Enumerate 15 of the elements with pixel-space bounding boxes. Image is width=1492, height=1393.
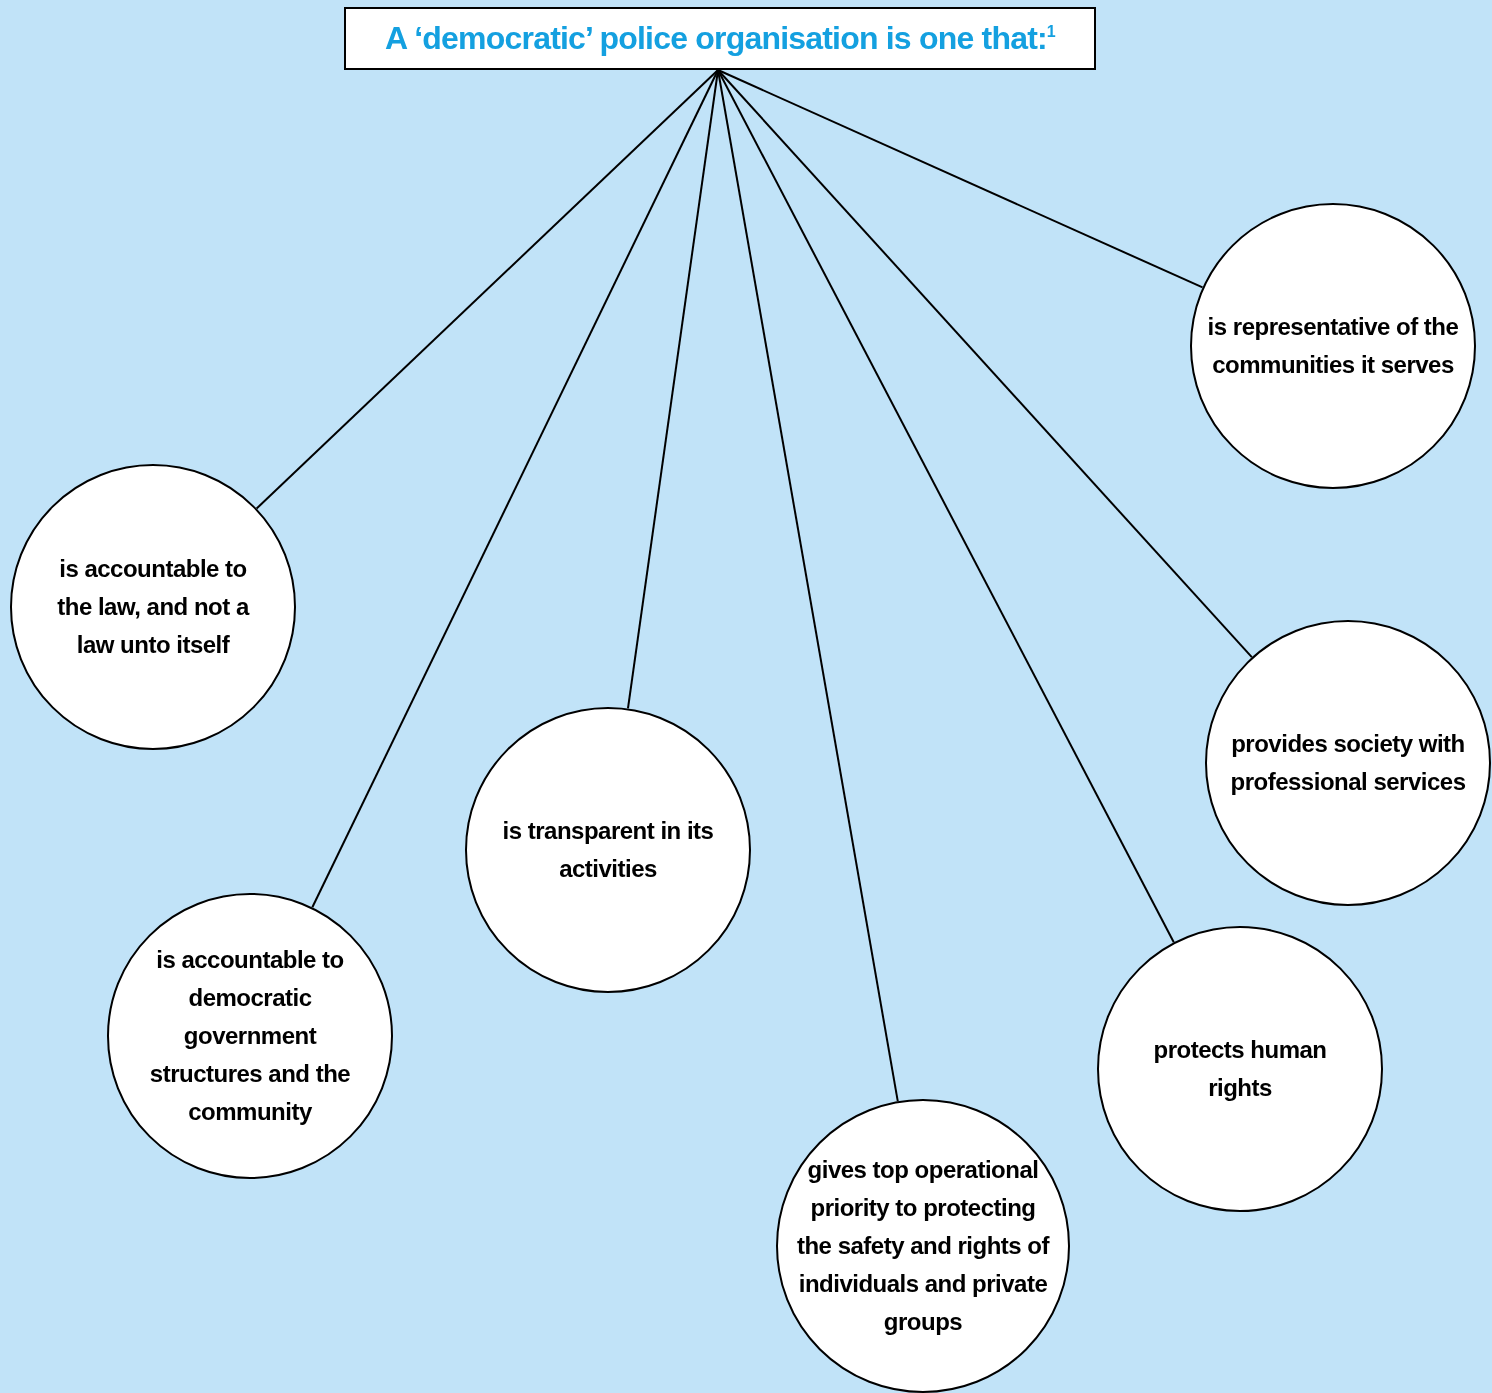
connector-line <box>717 69 899 1103</box>
title-box <box>344 7 1096 70</box>
node-text: is accountable to democratic government structures and the community <box>148 945 352 1127</box>
connector-line <box>717 69 1253 659</box>
node-text: is transparent in its activities <box>501 816 715 884</box>
node-text: protects human rights <box>1152 1035 1328 1103</box>
connector-line <box>717 69 1204 289</box>
connector-line <box>255 69 719 510</box>
connector-line <box>717 69 1175 944</box>
node-text: is representative of the communities it serves <box>1206 312 1460 380</box>
node-text: gives top operational priority to protecting the safety and rights of individuals and private groups <box>795 1155 1051 1337</box>
connector-line <box>311 69 719 909</box>
node-text: is accountable to the law, and not a law unto itself <box>56 554 251 660</box>
node-text: provides society with professional services <box>1229 729 1467 797</box>
title-text: A ‘democratic’ police organisation is one that:$^{1}$ <box>385 20 1055 57</box>
